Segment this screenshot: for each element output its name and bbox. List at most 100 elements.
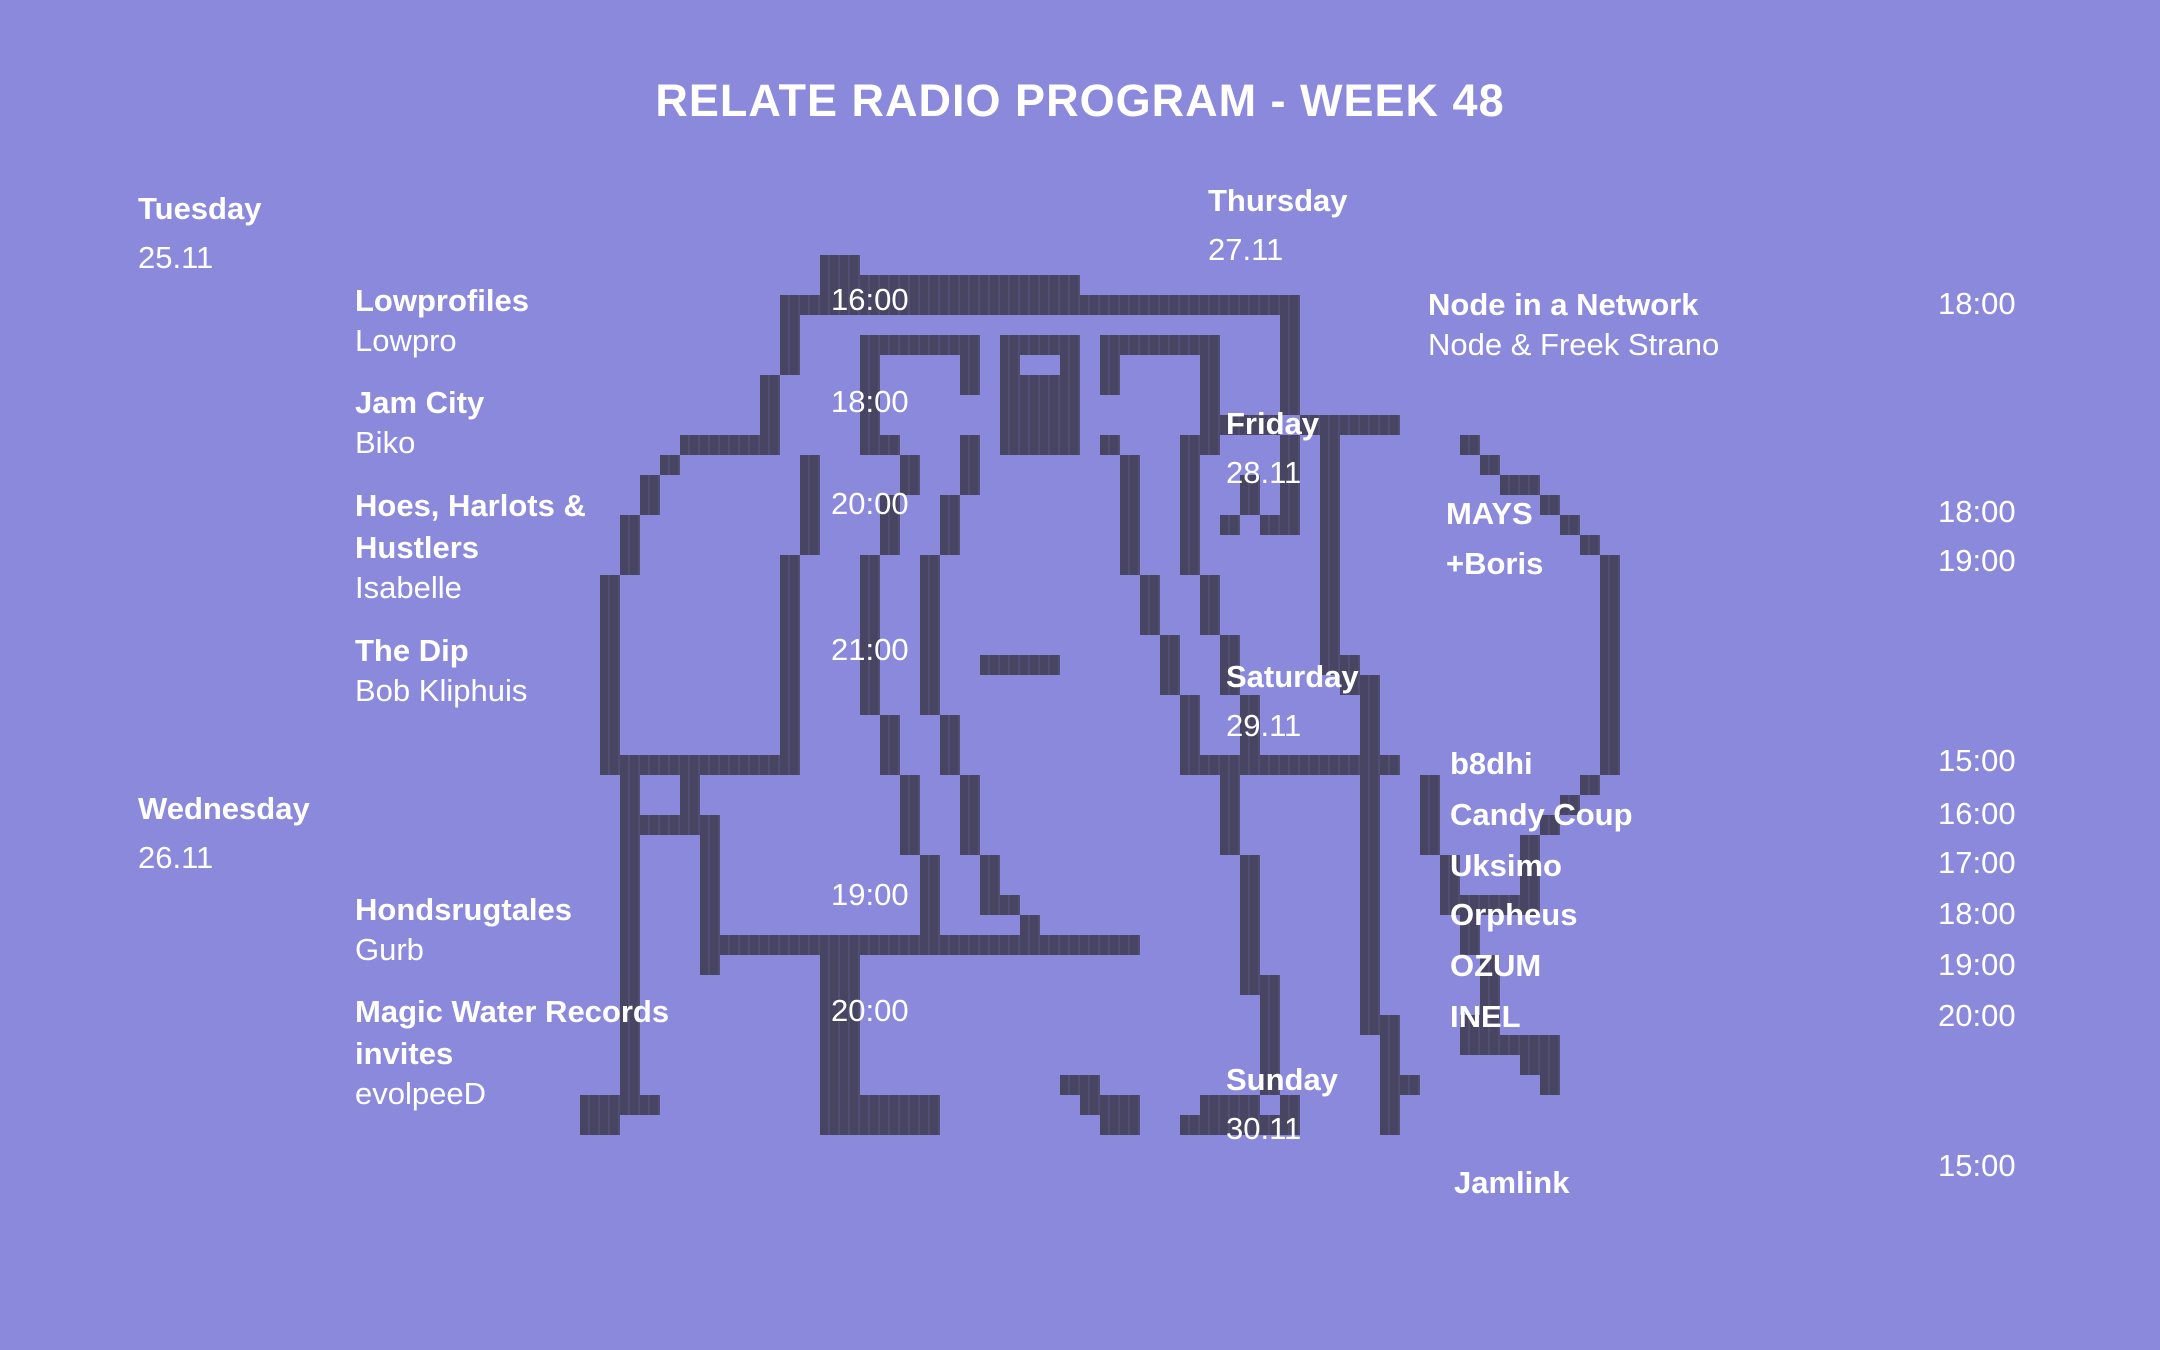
pixel-block	[940, 535, 960, 555]
pixel-block	[640, 495, 660, 515]
pixel-block	[900, 475, 920, 495]
show-artist: Bob Kliphuis	[355, 673, 528, 708]
pixel-block	[960, 835, 980, 855]
pixel-block	[940, 715, 960, 735]
pixel-block	[1460, 435, 1480, 455]
pixel-block	[1360, 795, 1380, 815]
pixel-block	[1540, 1075, 1560, 1095]
pixel-block	[680, 775, 700, 795]
pixel-block	[620, 535, 640, 555]
show-jam-city: Jam City Biko	[355, 382, 484, 461]
pixel-block	[920, 695, 940, 715]
pixel-block	[1180, 435, 1220, 455]
pixel-block	[820, 1095, 940, 1115]
pixel-block	[1180, 495, 1200, 515]
day-name: Sunday	[1226, 1062, 1338, 1097]
pixel-block	[1360, 955, 1380, 975]
pixel-block	[1000, 335, 1080, 355]
pixel-block	[1580, 535, 1600, 555]
pixel-block	[760, 395, 780, 415]
pixel-block	[860, 675, 880, 695]
pixel-block	[760, 375, 780, 395]
pixel-block	[700, 915, 720, 935]
pixel-block	[620, 955, 640, 975]
pixel-block	[1600, 715, 1620, 735]
pixel-block	[1280, 375, 1300, 395]
pixel-block	[920, 655, 940, 675]
pixel-block	[1240, 935, 1260, 955]
pixel-block	[1540, 495, 1560, 515]
pixel-block	[860, 635, 880, 655]
show-name: Candy Coup	[1450, 797, 1633, 832]
day-date: 28.11	[1226, 455, 1302, 490]
pixel-block	[920, 615, 940, 635]
pixel-block	[880, 515, 900, 535]
show-artist: Node & Freek Strano	[1428, 327, 1720, 362]
pixel-block	[1180, 755, 1400, 775]
pixel-block	[1280, 435, 1300, 455]
pixel-block	[1280, 455, 1300, 475]
pixel-block	[1220, 835, 1240, 855]
pixel-block	[620, 815, 720, 835]
pixel-block	[620, 835, 640, 855]
pixel-block	[1180, 735, 1200, 755]
show-name: Hoes, Harlots & Hustlers	[355, 488, 586, 565]
pixel-block	[1380, 1115, 1400, 1135]
pixel-block	[1260, 1055, 1280, 1075]
pixel-block	[620, 895, 640, 915]
pixel-block	[780, 315, 800, 335]
pixel-block	[1220, 675, 1240, 695]
day-sunday: Sunday 30.11	[1226, 1062, 1338, 1147]
show-name: Node in a Network	[1428, 287, 1699, 322]
pixel-block	[880, 535, 900, 555]
day-thursday: Thursday 27.11	[1208, 183, 1348, 268]
pixel-block	[880, 755, 900, 775]
pixel-block	[1120, 535, 1140, 555]
show-mays: MAYS	[1446, 493, 1533, 535]
pixel-block	[1220, 635, 1240, 655]
day-date: 27.11	[1208, 232, 1284, 267]
pixel-block	[820, 1055, 860, 1075]
pixel-block	[1320, 635, 1340, 655]
pixel-block	[880, 715, 900, 735]
day-friday: Friday 28.11	[1226, 406, 1319, 491]
pixel-block	[860, 435, 900, 455]
show-name: Hondsrugtales	[355, 892, 573, 927]
pixel-block	[860, 355, 880, 375]
pixel-block	[1460, 1035, 1560, 1055]
pixel-block	[1060, 355, 1080, 375]
pixel-block	[700, 955, 720, 975]
pixel-block	[1180, 695, 1200, 715]
pixel-block	[1360, 895, 1380, 915]
page-title: RELATE RADIO PROGRAM - WEEK 48	[655, 75, 1505, 126]
pixel-block	[600, 575, 620, 595]
pixel-block	[1360, 875, 1380, 895]
show-jamlink: Jamlink	[1454, 1162, 1569, 1204]
show-name: Orpheus	[1450, 897, 1578, 932]
pixel-block	[620, 1015, 640, 1035]
pixel-block	[1240, 715, 1260, 735]
pixel-block	[800, 515, 820, 535]
show-hondsrugtales: Hondsrugtales Gurb	[355, 889, 572, 968]
day-name: Thursday	[1208, 183, 1348, 218]
pixel-block	[680, 435, 780, 455]
pixel-block	[860, 595, 880, 615]
pixel-block	[780, 575, 800, 595]
pixel-block	[780, 295, 1300, 315]
pixel-block	[1600, 615, 1620, 635]
pixel-block	[1240, 895, 1260, 915]
pixel-block	[1280, 1095, 1300, 1115]
pixel-block	[600, 735, 620, 755]
pixel-block	[680, 795, 700, 815]
pixel-block	[1260, 995, 1280, 1015]
pixel-block	[620, 795, 640, 815]
pixel-block	[940, 495, 960, 515]
pixel-block	[620, 995, 640, 1015]
pixel-block	[1180, 515, 1200, 535]
show-hoes-harlots-hustlers: Hoes, Harlots & Hustlers Isabelle	[355, 485, 715, 606]
pixel-block	[620, 875, 640, 895]
day-name: Tuesday	[138, 191, 262, 226]
pixel-block	[620, 775, 640, 795]
pixel-block	[780, 555, 800, 575]
pixel-block	[1200, 375, 1220, 395]
